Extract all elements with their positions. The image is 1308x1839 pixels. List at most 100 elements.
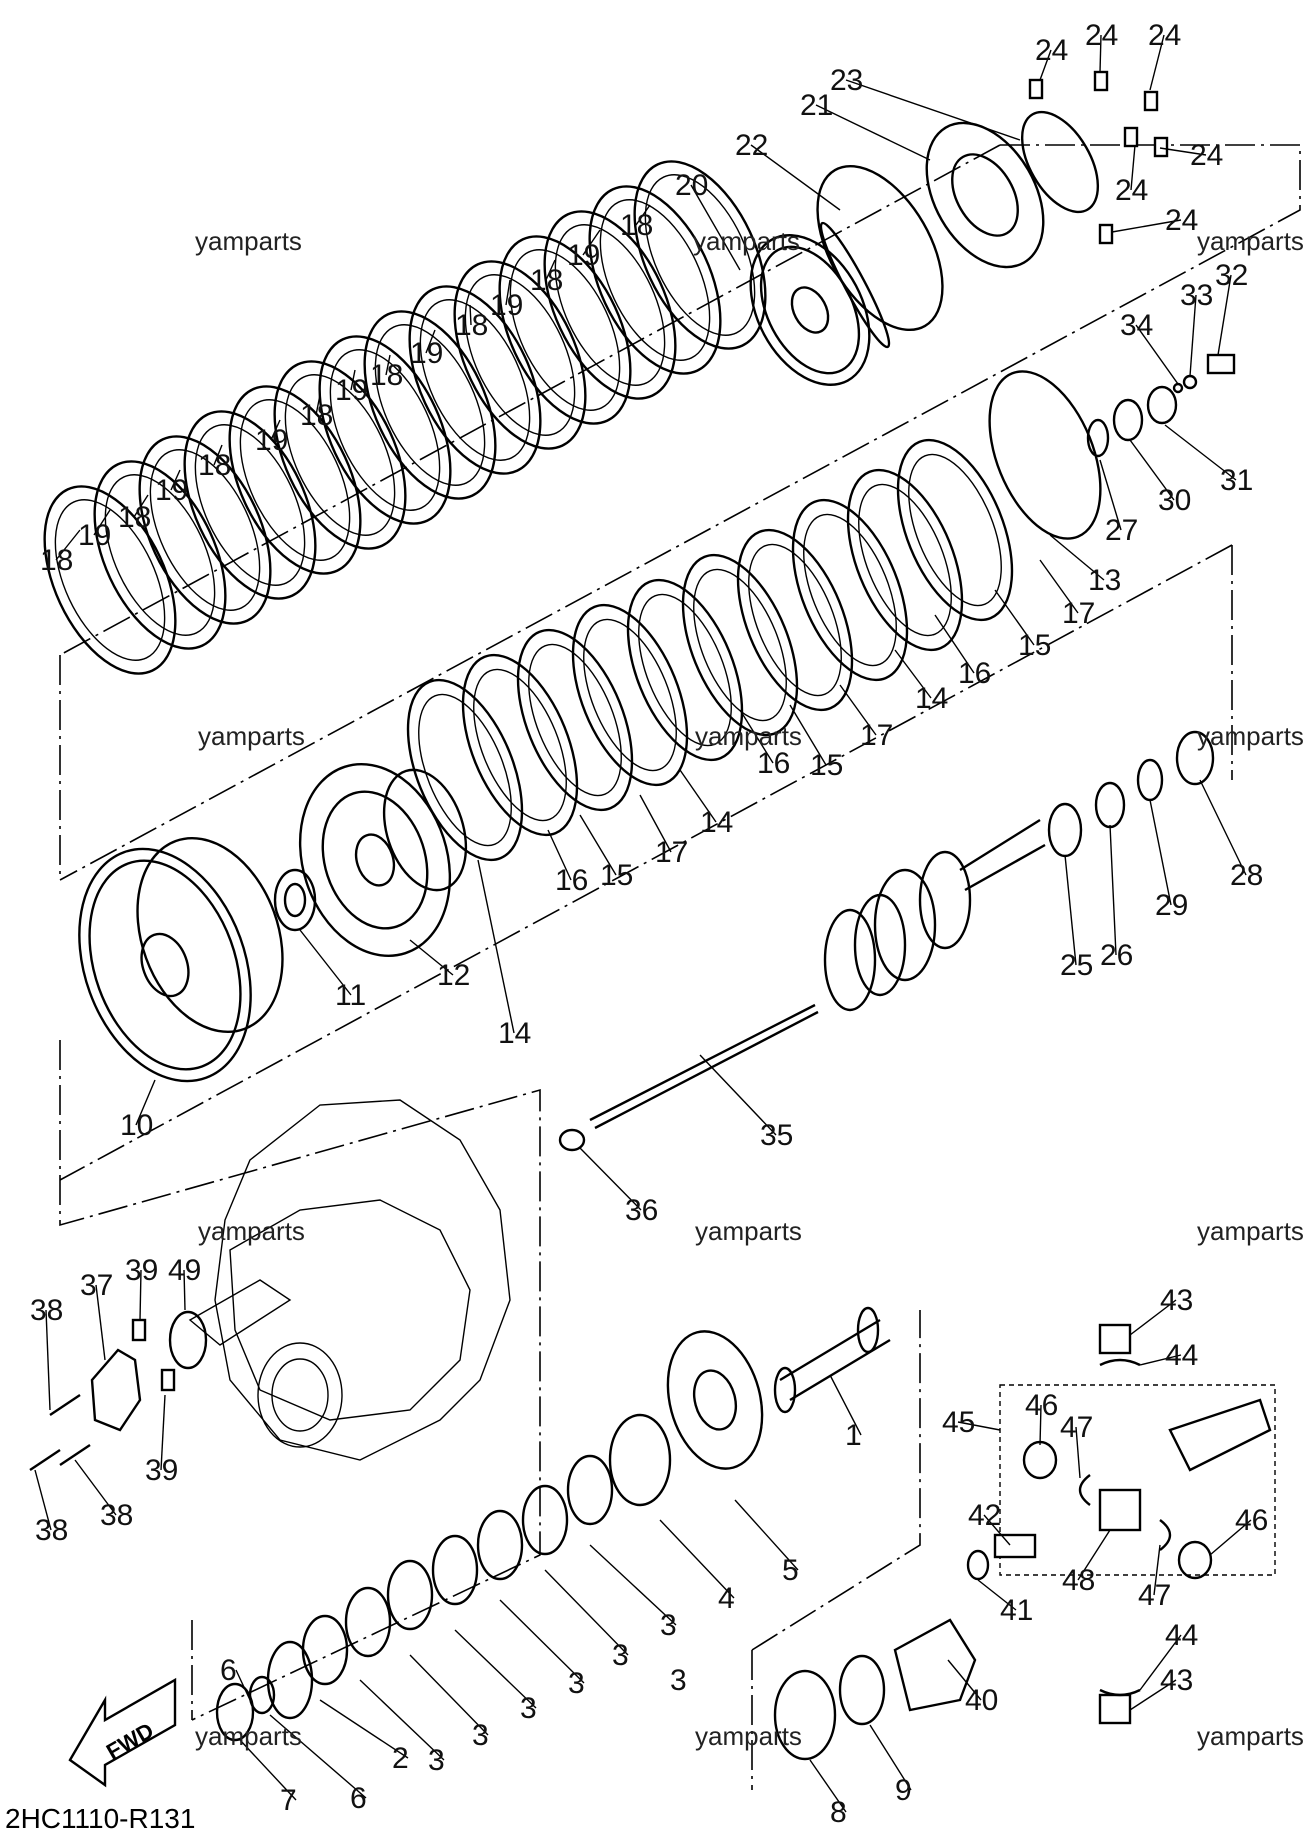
callout-18: 18 [620, 209, 653, 242]
leader-lines [34, 34, 1252, 1813]
callout-15: 15 [1018, 629, 1051, 662]
callout-8: 8 [830, 1796, 847, 1829]
clutch-boss [298, 762, 468, 958]
cushion-spring [988, 370, 1102, 540]
friction-plate [228, 385, 362, 575]
leader-line [319, 1699, 409, 1759]
leader-line [1149, 34, 1165, 91]
callout-18: 18 [40, 544, 73, 577]
watermark-text: yamparts [1197, 721, 1304, 751]
callout-17: 17 [1062, 597, 1095, 630]
leader-line [1129, 439, 1175, 501]
leader-line [1099, 34, 1102, 73]
callout-14: 14 [498, 1017, 531, 1050]
callout-1: 1 [845, 1419, 862, 1452]
bolt-42 [993, 1533, 1037, 1559]
friction-plate [498, 235, 632, 425]
leader-line [469, 304, 472, 326]
callout-43: 43 [1160, 1284, 1193, 1317]
callout-40: 40 [965, 1684, 998, 1717]
callout-24: 24 [1085, 19, 1118, 52]
watermark-text: yamparts [195, 1721, 302, 1751]
callout-19: 19 [78, 519, 111, 552]
leader-line [579, 814, 617, 876]
callout-19: 19 [255, 424, 288, 457]
leader-line [547, 829, 572, 881]
callout-12: 12 [437, 959, 470, 992]
callout-30: 30 [1158, 484, 1191, 517]
callout-20: 20 [675, 169, 708, 202]
leader-line [1139, 1634, 1182, 1691]
thrust-washer [273, 868, 317, 932]
callout-44: 44 [1165, 1339, 1198, 1372]
callout-3: 3 [428, 1744, 445, 1777]
leader-line [690, 184, 741, 271]
leader-line [505, 279, 511, 306]
washer-41 [966, 1549, 990, 1581]
leader-line [74, 1459, 117, 1516]
friction-plate-mid [406, 678, 524, 862]
leader-line [679, 769, 717, 823]
group-outlines [59, 144, 1301, 1790]
oil-seal-9 [838, 1654, 886, 1726]
friction-plate-mid [736, 528, 854, 712]
leader-line [299, 929, 352, 996]
leader-line [1039, 1404, 1042, 1446]
leader-line [269, 1714, 367, 1799]
leader-line [1135, 324, 1179, 385]
middle-drive-shaft [773, 1306, 891, 1414]
push-rod [589, 1003, 816, 1122]
leader-line [869, 1724, 912, 1791]
callout-19: 19 [335, 374, 368, 407]
clutch-plate [183, 410, 317, 600]
leader-line [589, 1544, 677, 1626]
callout-16: 16 [555, 864, 588, 897]
callout-25: 25 [1060, 949, 1093, 982]
leader-line [34, 1469, 52, 1531]
leader-line [93, 509, 111, 536]
callout-24: 24 [1148, 19, 1181, 52]
leader-line [739, 709, 774, 764]
bearing-8 [773, 1669, 837, 1761]
callout-33: 33 [1180, 279, 1213, 312]
clutch-plates-middle [406, 438, 1014, 862]
callout-19: 19 [490, 289, 523, 322]
callout-38: 38 [100, 1499, 133, 1532]
leader-line [1039, 49, 1052, 81]
clutch-plate [363, 310, 497, 500]
callout-18: 18 [118, 501, 151, 534]
leader-line [1159, 147, 1207, 156]
leader-line [545, 259, 556, 281]
callout-39: 39 [125, 1254, 158, 1287]
callout-46: 46 [1235, 1504, 1268, 1537]
friction-plate [318, 335, 452, 525]
callout-29: 29 [1155, 889, 1188, 922]
leader-line [1039, 559, 1079, 614]
wire-ring [816, 164, 944, 332]
clutch-plate-21 [925, 121, 1045, 269]
leader-line [947, 1659, 982, 1701]
leader-line [45, 1309, 51, 1411]
leader-line [239, 1739, 297, 1801]
callout-42: 42 [968, 1499, 1001, 1532]
leader-line [957, 1421, 1001, 1431]
leader-line [1199, 779, 1247, 876]
bearing-plate [1020, 110, 1100, 214]
watermark-text: yamparts [695, 721, 802, 751]
clutch-plate [93, 460, 227, 650]
leader-line [213, 444, 223, 466]
leader-line [639, 794, 672, 853]
watermark-text: yamparts [693, 226, 800, 256]
callout-19: 19 [155, 474, 188, 507]
callout-26: 26 [1100, 939, 1133, 972]
friction-plate [408, 285, 542, 475]
callout-18: 18 [300, 399, 333, 432]
leader-line [699, 1054, 777, 1136]
callout-4: 4 [718, 1582, 735, 1615]
callout-46: 46 [1025, 1389, 1058, 1422]
friction-plate-mid [626, 578, 744, 762]
clutch-plate [633, 160, 767, 350]
